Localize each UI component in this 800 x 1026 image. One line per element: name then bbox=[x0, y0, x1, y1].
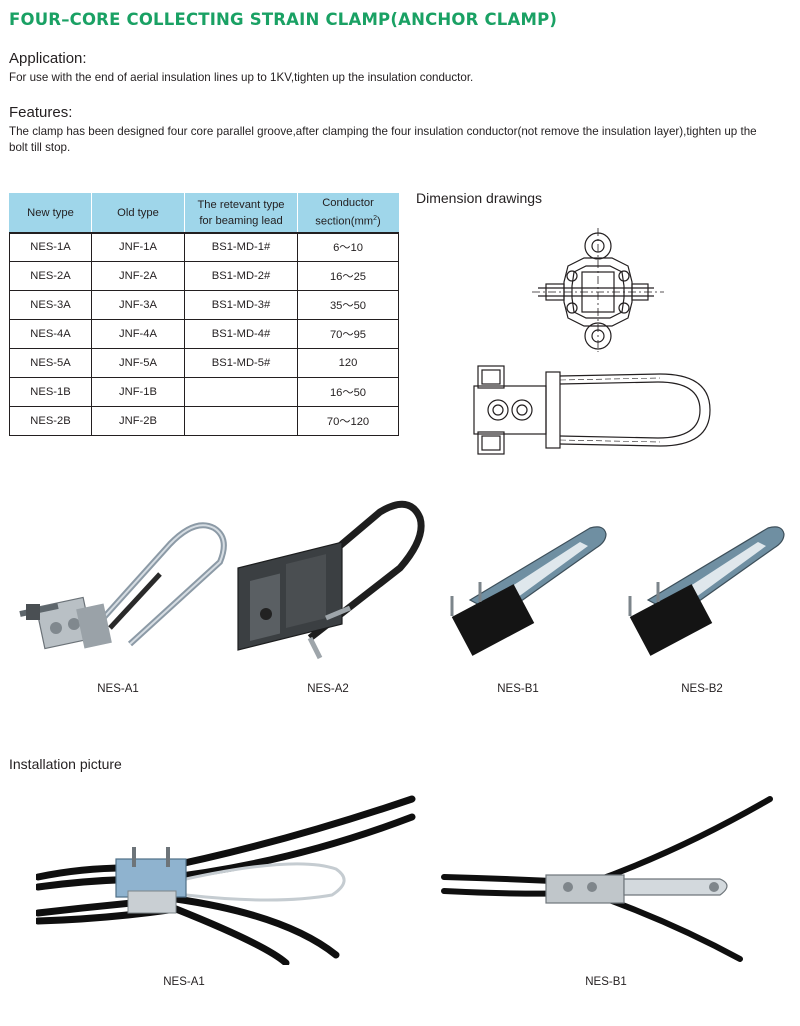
caption-nes-b2: NES-B2 bbox=[681, 683, 723, 695]
product-photo-nes-a1 bbox=[19, 522, 227, 650]
cell-lead-type bbox=[184, 406, 298, 436]
cell-old-type: JNF-5A bbox=[91, 348, 185, 378]
product-photo-nes-b2 bbox=[628, 526, 785, 656]
features-line-2: bolt till stop. bbox=[9, 141, 71, 154]
features-text: The clamp has been designed four core pa… bbox=[9, 124, 799, 156]
installation-photo-nes-a1 bbox=[36, 795, 416, 965]
application-heading: Application: bbox=[9, 50, 87, 67]
caption-nes-a2: NES-A2 bbox=[307, 683, 349, 695]
header-new-type: New type bbox=[9, 193, 92, 233]
spec-table: New type Old type The retevant type for … bbox=[9, 193, 399, 436]
cell-section: 6～10 bbox=[297, 231, 399, 262]
cell-old-type: JNF-4A bbox=[91, 319, 185, 349]
header-section-close: ) bbox=[376, 216, 381, 229]
cell-section: 35～50 bbox=[297, 290, 399, 320]
product-photo-nes-a2 bbox=[237, 500, 425, 660]
cell-lead-type: BS1-MD-1# bbox=[184, 231, 298, 262]
cell-lead-type: BS1-MD-5# bbox=[184, 348, 298, 378]
cell-section: 16～25 bbox=[297, 261, 399, 291]
table-header-row: New type Old type The retevant type for … bbox=[9, 193, 399, 233]
cell-old-type: JNF-3A bbox=[91, 290, 185, 320]
caption-nes-a1: NES-A1 bbox=[97, 683, 139, 695]
cell-new-type: NES-5A bbox=[9, 348, 92, 378]
header-lead-line-2: for beaming lead bbox=[199, 214, 283, 227]
product-photo-nes-b1 bbox=[450, 526, 607, 656]
application-text: For use with the end of aerial insulatio… bbox=[9, 71, 474, 84]
features-heading: Features: bbox=[9, 104, 73, 121]
installation-caption-nes-a1: NES-A1 bbox=[163, 976, 205, 988]
header-section-line-1: Conductor bbox=[322, 197, 374, 210]
cell-old-type: JNF-1B bbox=[91, 377, 185, 407]
cell-lead-type: BS1-MD-4# bbox=[184, 319, 298, 349]
header-lead-type: The retevant type for beaming lead bbox=[184, 193, 298, 233]
cell-old-type: JNF-1A bbox=[91, 231, 185, 262]
cell-lead-type: BS1-MD-2# bbox=[184, 261, 298, 291]
cell-old-type: JNF-2A bbox=[91, 261, 185, 291]
features-line-1: The clamp has been designed four core pa… bbox=[9, 125, 757, 138]
installation-heading: Installation picture bbox=[9, 756, 122, 772]
cell-section: 16～50 bbox=[297, 377, 399, 407]
installation-caption-nes-b1: NES-B1 bbox=[585, 976, 627, 988]
cell-old-type: JNF-2B bbox=[91, 406, 185, 436]
cell-section: 70～120 bbox=[297, 406, 399, 436]
installation-photo-nes-b1 bbox=[441, 796, 773, 962]
cell-lead-type: BS1-MD-3# bbox=[184, 290, 298, 320]
cell-lead-type bbox=[184, 377, 298, 407]
dimension-drawing-side-view bbox=[473, 365, 711, 455]
cell-new-type: NES-2A bbox=[9, 261, 92, 291]
cell-new-type: NES-1A bbox=[9, 231, 92, 262]
dimension-drawings-title: Dimension drawings bbox=[416, 190, 543, 206]
header-lead-line-1: The retevant type bbox=[197, 198, 285, 211]
cell-new-type: NES-4A bbox=[9, 319, 92, 349]
header-old-type: Old type bbox=[91, 193, 185, 233]
cell-section: 70～95 bbox=[297, 319, 399, 349]
header-section-line-2: section(mm2) bbox=[300, 211, 396, 230]
cell-new-type: NES-1B bbox=[9, 377, 92, 407]
cell-new-type: NES-3A bbox=[9, 290, 92, 320]
header-section-sup: 2 bbox=[373, 215, 377, 223]
page-title: FOUR–CORE COLLECTING STRAIN CLAMP(ANCHOR… bbox=[9, 10, 558, 29]
header-section: Conductor section(mm2) bbox=[297, 193, 399, 233]
dimension-drawing-front-view bbox=[532, 228, 664, 352]
caption-nes-b1: NES-B1 bbox=[497, 683, 539, 695]
cell-new-type: NES-2B bbox=[9, 406, 92, 436]
header-section-text: section(mm bbox=[315, 216, 374, 229]
cell-section: 120 bbox=[297, 348, 399, 378]
